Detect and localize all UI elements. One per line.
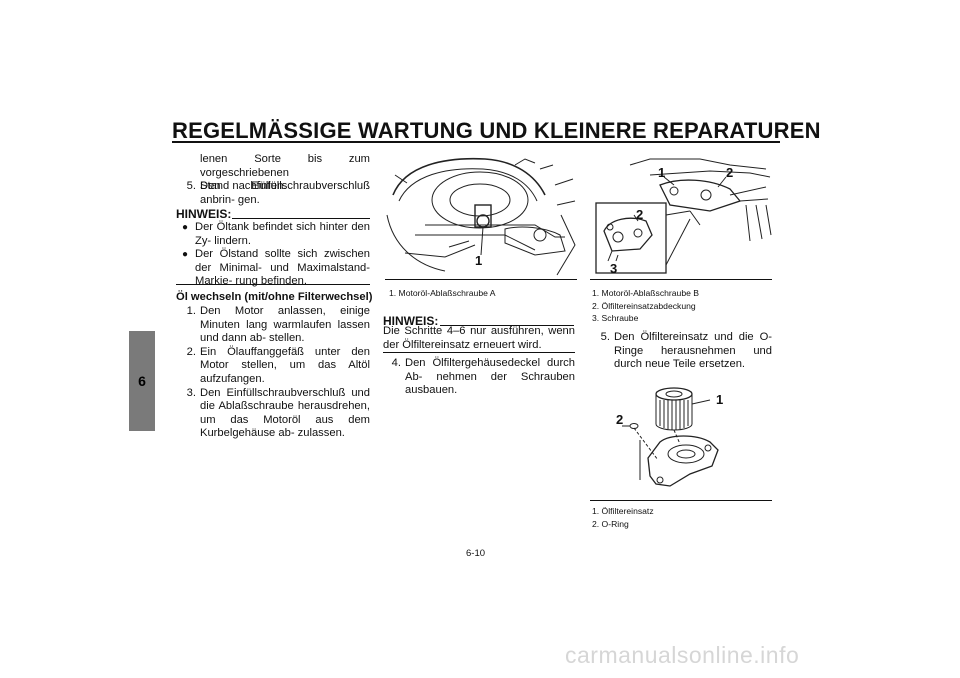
step-text: Den Einfüllschraubverschluß anbrin- gen. xyxy=(200,180,370,206)
bullet-icon: ● xyxy=(182,222,189,233)
note-text: Die Schritte 4–6 nur ausführen, wenn der… xyxy=(383,325,575,351)
note-bullet: ● Der Ölstand sollte sich zwischen der M… xyxy=(182,248,370,289)
figure-callout: 1 xyxy=(716,392,723,407)
note-label: HINWEIS: xyxy=(383,314,439,328)
step-text: Den Ölfiltergehäusedeckel durch Ab- nehm… xyxy=(405,357,575,397)
figure-callout: 2 xyxy=(616,412,623,427)
section-title: Öl wechseln (mit/ohne Filterwechsel) xyxy=(176,291,373,303)
step-number: 4. xyxy=(391,357,401,369)
note-bullet-text: Der Öltank befindet sich hinter den Zy- … xyxy=(195,221,370,247)
figure-caption: 3. Schraube xyxy=(592,313,639,323)
step-text: Den Einfüllschraubverschluß und die Abla… xyxy=(200,386,370,440)
step-number: 1. xyxy=(186,305,196,317)
intro-line: lenen Sorte bis zum vorgeschriebenen xyxy=(200,153,370,179)
step-text: Den Ölfiltereinsatz und die O-Ringe hera… xyxy=(614,331,772,371)
figure-captions: 1. Motoröl-Ablaßschraube B 2. Ölfilterei… xyxy=(592,287,699,325)
figure-drain-bolt-a: 1 xyxy=(386,157,576,276)
note-bullets: ● Der Öltank befindet sich hinter den Zy… xyxy=(182,221,370,289)
figure-callout: 1 xyxy=(658,165,665,180)
note-rule-bottom xyxy=(176,284,370,285)
step-text: Ein Ölauffanggefäß unter den Motor stell… xyxy=(200,345,370,385)
bullet-icon: ● xyxy=(182,249,189,261)
step-number: 5. xyxy=(600,331,610,343)
step-number: 2. xyxy=(186,345,196,358)
figure-callout: 1 xyxy=(475,253,482,268)
note-rule-bottom xyxy=(383,352,575,353)
figure-rule xyxy=(590,279,772,280)
step-number: 5. xyxy=(186,180,196,192)
note-bullet: ● Der Öltank befindet sich hinter den Zy… xyxy=(182,221,370,248)
figure-filter-cover: 1 2 2 3 xyxy=(595,158,772,276)
figure-caption: 1. Motoröl-Ablaßschraube A xyxy=(389,288,496,298)
note-label: HINWEIS: xyxy=(176,207,232,221)
header-rule xyxy=(172,141,780,143)
watermark: carmanualsonline.info xyxy=(565,642,800,668)
figure-caption: 1. Motoröl-Ablaßschraube B xyxy=(592,288,699,298)
figure-callout: 3 xyxy=(610,261,617,276)
note-rule-top xyxy=(232,218,370,219)
step-5-replace-filter: 5. Den Ölfiltereinsatz und die O-Ringe h… xyxy=(592,331,772,372)
figure-rule xyxy=(385,279,577,280)
procedure-step: 3. Den Einfüllschraubverschluß und die A… xyxy=(178,387,370,441)
procedure-step: 1. Den Motor anlassen, einige Minuten la… xyxy=(178,305,370,346)
figure-caption: 2. O-Ring xyxy=(592,518,629,529)
step-number: 3. xyxy=(186,386,196,399)
figure-caption: 2. Ölfiltereinsatzabdeckung xyxy=(592,300,696,311)
figure-rule xyxy=(590,500,772,501)
figure-callout: 2 xyxy=(726,165,733,180)
page-number: 6-10 xyxy=(466,548,486,559)
chapter-tab: 6 xyxy=(129,331,155,431)
procedure-steps: 1. Den Motor anlassen, einige Minuten la… xyxy=(178,305,370,441)
figure-oil-filter: 1 2 xyxy=(616,387,723,487)
figure-caption: 1. Ölfiltereinsatz xyxy=(592,506,654,516)
figure-captions: 1. Ölfiltereinsatz 2. O-Ring xyxy=(592,505,654,530)
intro-line: Stand nachfüllen. xyxy=(200,180,287,193)
page-header-title: REGELMÄSSIGE WARTUNG UND KLEINERE REPARA… xyxy=(172,118,821,143)
step-4-remove-cover: 4. Den Ölfiltergehäusedeckel durch Ab- n… xyxy=(383,357,575,398)
note-bullet-text: Der Ölstand sollte sich zwischen der Min… xyxy=(195,248,370,288)
figure-callout: 2 xyxy=(636,207,643,222)
procedure-step: 2. Ein Ölauffanggefäß unter den Motor st… xyxy=(178,346,370,387)
step-5-fill-cap: 5. Den Einfüllschraubverschluß anbrin- g… xyxy=(178,180,370,207)
note-rule-top xyxy=(440,325,574,326)
step-text: Den Motor anlassen, einige Minuten lang … xyxy=(200,305,370,345)
intro-text: lenen Sorte bis zum vorgeschriebenen Sta… xyxy=(200,153,370,194)
